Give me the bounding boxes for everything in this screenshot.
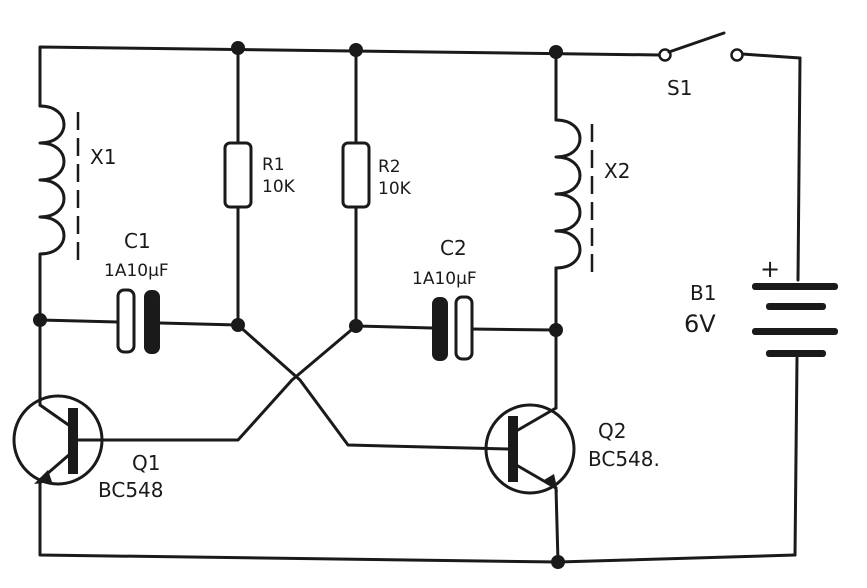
cross-wire-r1-to-q2 — [236, 323, 510, 451]
r1-value: 10K — [262, 177, 296, 197]
bottom-rail-wire — [38, 478, 797, 564]
x1-label: X1 — [90, 145, 116, 169]
junction-dots — [33, 41, 565, 569]
switch-right-wire — [740, 52, 802, 60]
q2-part: BC548. — [588, 447, 660, 471]
q2-name: Q2 — [598, 419, 626, 443]
r2-name: R2 — [378, 157, 401, 177]
x2-label: X2 — [604, 159, 630, 183]
c1-name: C1 — [124, 229, 151, 253]
c1-right-wire — [158, 321, 240, 327]
resistor-r1: R1 10K — [223, 141, 296, 209]
battery-negative-wire — [793, 356, 799, 557]
capacitor-c2: C2 1A10µF — [412, 236, 477, 361]
q1-part: BC548 — [98, 478, 164, 502]
r2-value: 10K — [378, 179, 412, 199]
c2-value: 1A10µF — [412, 269, 477, 289]
wires — [38, 45, 802, 564]
switch-s1: S1 — [658, 31, 744, 100]
cross-wire-r2-to-q1 — [76, 324, 358, 442]
b1-value: 6V — [684, 310, 716, 338]
c2-right-wire — [468, 327, 558, 332]
c1-value: 1A10µF — [104, 261, 169, 281]
c2-left-wire — [354, 324, 434, 330]
inductor-x2: X2 — [554, 118, 630, 272]
c1-left-wire — [38, 318, 120, 324]
r1-name: R1 — [262, 155, 285, 175]
b1-plus-sign: + — [760, 255, 780, 283]
c2-name: C2 — [440, 236, 467, 260]
s1-label: S1 — [667, 76, 692, 100]
resistor-r2: R2 10K — [341, 141, 412, 209]
battery-b1: + B1 6V — [684, 255, 838, 357]
capacitor-c1: C1 1A10µF — [104, 229, 169, 354]
top-rail-wire — [38, 45, 662, 108]
q2-emitter-wire — [554, 486, 560, 564]
inductor-x1: X1 — [38, 104, 116, 264]
transistor-q1: Q1 BC548 — [12, 394, 164, 502]
transistor-q2: Q2 BC548. — [484, 403, 660, 495]
battery-positive-wire — [796, 56, 802, 282]
b1-name: B1 — [690, 281, 716, 305]
q1-name: Q1 — [132, 451, 160, 475]
